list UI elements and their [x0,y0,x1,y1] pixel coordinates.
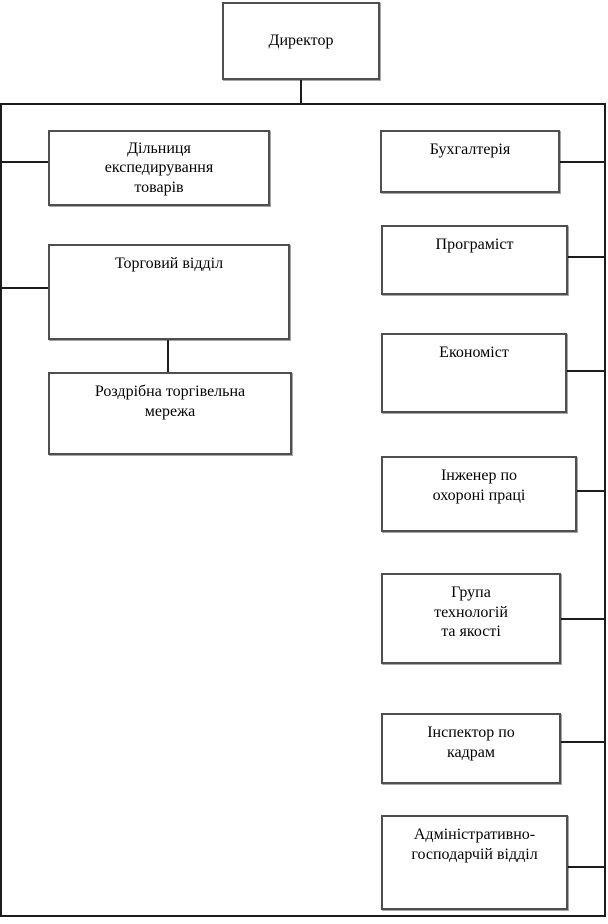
connector-right-1 [560,161,606,163]
org-box-torhovyi-viddil: Торговий відділ [48,244,290,340]
org-box-label: Торговий відділ [114,255,224,272]
org-box-label: Програміст [435,236,514,253]
org-box-label: Адміністративно- господарчій відділ [411,826,538,863]
org-box-label: Інженер по охороні праці [432,467,526,504]
org-box-label: Група технологій та якості [434,584,508,641]
org-box-admin-hospodarchyi-viddil: Адміністративно- господарчій відділ [381,815,568,910]
org-box-label: Роздрібна торгівельна мережа [94,383,246,420]
org-box-inspektor-kadry: Інспектор по кадрам [381,713,561,784]
org-box-label: Дільниця експедирування товарів [104,139,214,196]
org-box-inzhener-okhorona-pratsi: Інженер по охороні праці [381,456,577,532]
connector-right-7 [568,866,606,868]
org-box-bukhhalteriia: Бухгалтерія [380,130,560,193]
org-box-director: Директор [222,2,380,80]
connector-right-2 [568,256,606,258]
org-box-dilnytsia-ekspedyruvannia: Дільниця експедирування товарів [48,130,270,206]
outer-frame [0,103,606,917]
connector-right-4 [577,490,606,492]
org-box-ekonomist: Економіст [381,333,567,413]
connector-right-3 [567,370,606,372]
connector-right-5 [561,618,606,620]
org-box-label: Економіст [439,344,509,361]
connector-right-6 [561,741,606,743]
connector-left-1 [2,161,48,163]
org-box-label: Інспектор по кадрам [427,724,515,761]
org-box-rozdribna-merezha: Роздрібна торгівельна мережа [48,372,292,455]
connector-torhovyi-to-merezha [167,340,169,372]
org-box-prohramist: Програміст [381,225,568,295]
org-box-hrupa-tekhnolohii-yakosti: Група технологій та якості [381,573,561,664]
connector-director-line [300,80,302,103]
org-box-label: Бухгалтерія [429,141,511,158]
connector-left-2 [2,287,48,289]
org-box-director-label: Директор [268,32,334,50]
